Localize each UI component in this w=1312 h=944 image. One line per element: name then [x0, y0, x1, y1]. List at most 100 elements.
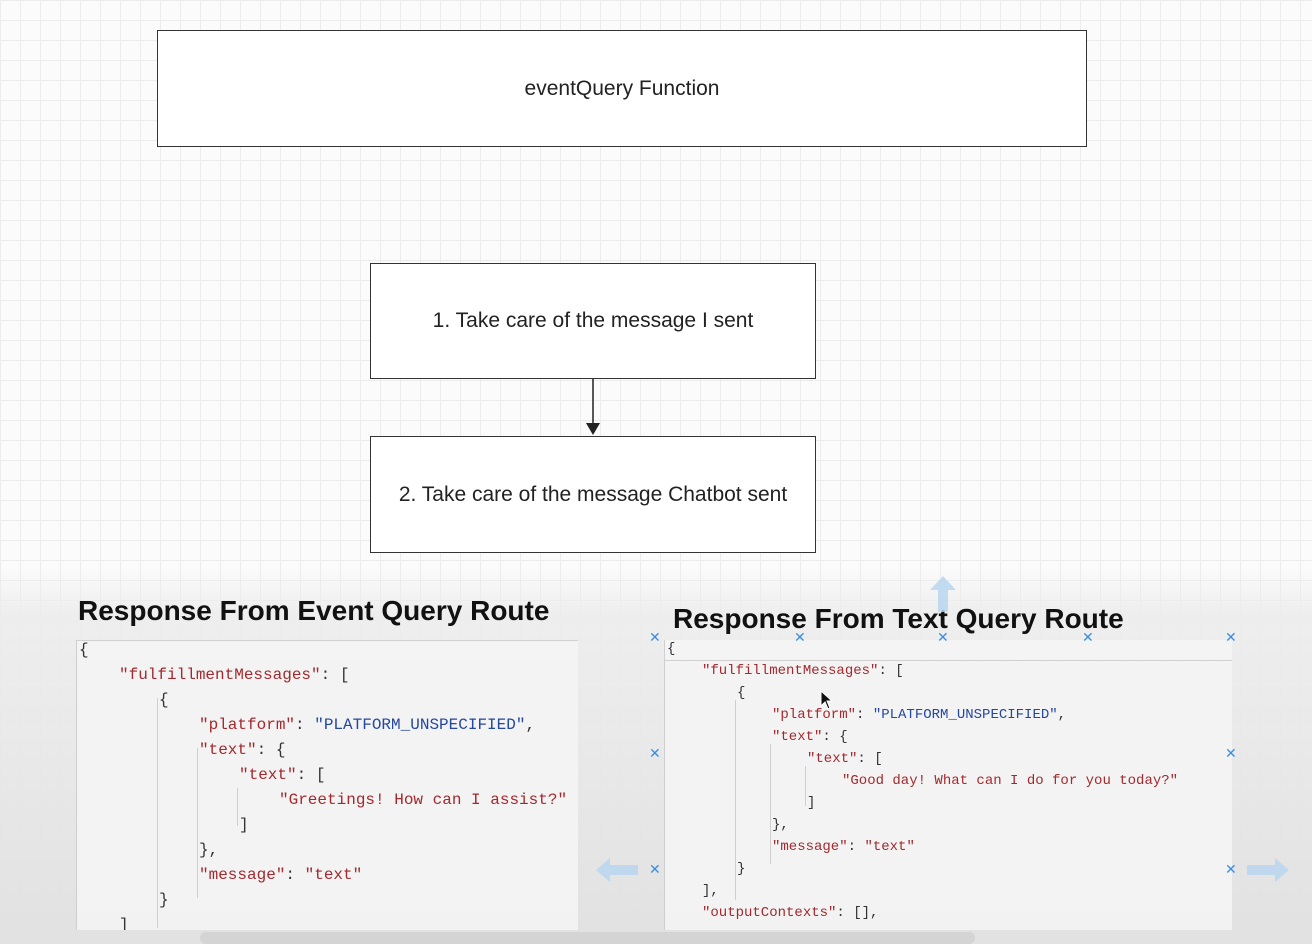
step2-box[interactable]: 2. Take care of the message Chatbot sent	[370, 436, 816, 553]
code-token: "text"	[304, 866, 363, 884]
code-line: {	[159, 688, 169, 713]
code-line: ]	[807, 792, 815, 814]
code-token: "text"	[239, 766, 297, 784]
indent-guide	[197, 748, 198, 898]
indent-guide	[805, 766, 806, 806]
code-line: ]	[119, 913, 129, 930]
code-token: : [	[878, 663, 904, 679]
code-line: "text": [	[807, 748, 883, 770]
close-x-icon[interactable]: ✕	[1225, 630, 1237, 646]
code-line: }	[737, 858, 745, 880]
code-token: }	[737, 861, 746, 877]
code-line: "fulfillmentMessages": [	[119, 663, 349, 688]
code-token: "fulfillmentMessages"	[119, 666, 321, 684]
code-line: }	[159, 888, 169, 913]
code-line: "platform": "PLATFORM_UNSPECIFIED",	[772, 704, 1066, 726]
code-line: ],	[702, 880, 719, 902]
code-token: "platform"	[199, 716, 296, 734]
code-token: :	[285, 866, 305, 884]
text-route-code-panel: {"fulfillmentMessages": [{"platform": "P…	[664, 640, 1232, 930]
close-x-icon[interactable]: ✕	[649, 862, 661, 878]
code-token: : [	[320, 666, 350, 684]
code-token: "platform"	[772, 707, 857, 723]
arrow-left-icon[interactable]	[594, 856, 640, 884]
close-x-icon[interactable]: ✕	[1082, 630, 1094, 646]
indent-guide	[770, 744, 771, 864]
mouse-cursor-icon	[820, 690, 834, 710]
text-route-title: Response From Text Query Route	[673, 603, 1124, 634]
code-token: "outputContexts"	[702, 905, 837, 921]
indent-guide	[157, 698, 158, 928]
step1-label: 1. Take care of the message I sent	[432, 309, 754, 332]
code-line: "message": "text"	[772, 836, 915, 858]
code-line: },	[199, 838, 218, 863]
code-line: {	[79, 640, 89, 663]
close-x-icon[interactable]: ✕	[1225, 746, 1237, 762]
code-token: "PLATFORM_UNSPECIFIED"	[314, 716, 526, 734]
close-x-icon[interactable]: ✕	[1225, 862, 1237, 878]
code-token: ]	[807, 795, 816, 811]
code-token: ],	[702, 883, 719, 899]
close-x-icon[interactable]: ✕	[794, 630, 806, 646]
step1-box[interactable]: 1. Take care of the message I sent	[370, 263, 816, 379]
code-token: "message"	[199, 866, 286, 884]
code-line: "platform": "PLATFORM_UNSPECIFIED",	[199, 713, 535, 738]
code-token: "text"	[772, 729, 823, 745]
code-token: : [	[857, 751, 883, 767]
code-token: "PLATFORM_UNSPECIFIED"	[872, 707, 1058, 723]
close-x-icon[interactable]: ✕	[649, 746, 661, 762]
connector-arrowhead	[586, 423, 600, 435]
code-line: "text": {	[199, 738, 285, 763]
code-token: "message"	[772, 839, 848, 855]
arrow-up-icon[interactable]	[928, 574, 958, 614]
code-token: {	[737, 685, 746, 701]
close-x-icon[interactable]: ✕	[649, 630, 661, 646]
horizontal-scrollbar[interactable]	[200, 932, 975, 944]
code-line: },	[772, 814, 789, 836]
code-line: "outputContexts": [],	[702, 902, 878, 924]
code-line: "text": {	[772, 726, 848, 748]
code-token: "Good day! What can I do for you today?"	[842, 773, 1179, 789]
code-token: "Greetings! How can I assist?"	[279, 791, 568, 809]
code-line: ]	[239, 813, 249, 838]
event-query-function-label: eventQuery Function	[524, 76, 720, 100]
indent-guide	[735, 700, 736, 900]
code-token: ,	[1057, 707, 1067, 723]
code-token: },	[772, 817, 789, 833]
code-token: {	[79, 641, 89, 659]
panel-top-rule	[665, 660, 1232, 661]
code-token: {	[159, 691, 169, 709]
code-token: "text"	[864, 839, 915, 855]
code-token: {	[667, 641, 676, 657]
code-token: ]	[119, 916, 129, 930]
code-token: : {	[256, 741, 286, 759]
arrow-right-icon[interactable]	[1245, 856, 1291, 884]
code-line: "message": "text"	[199, 863, 362, 888]
code-line: "fulfillmentMessages": [	[702, 660, 904, 682]
event-route-title: Response From Event Query Route	[78, 595, 550, 626]
event-query-function-box[interactable]: eventQuery Function	[157, 30, 1087, 147]
indent-guide	[237, 788, 238, 826]
code-token: },	[199, 841, 219, 859]
event-route-code-panel: {"fulfillmentMessages": [{"platform": "P…	[76, 640, 578, 930]
code-line: "Greetings! How can I assist?"	[279, 788, 567, 813]
code-token: :	[847, 839, 865, 855]
code-token: "fulfillmentMessages"	[702, 663, 879, 679]
code-line: {	[737, 682, 745, 704]
code-token: : {	[822, 729, 848, 745]
code-token: "text"	[807, 751, 858, 767]
code-token: : [	[296, 766, 326, 784]
code-token: : [],	[836, 905, 879, 921]
code-line: "Good day! What can I do for you today?"	[842, 770, 1178, 792]
panel-top-rule	[77, 640, 578, 641]
code-token: :	[295, 716, 315, 734]
code-token: :	[856, 707, 873, 723]
step2-label: 2. Take care of the message Chatbot sent	[398, 482, 788, 506]
code-line: {	[667, 640, 675, 660]
close-x-icon[interactable]: ✕	[937, 630, 949, 646]
code-token: ]	[239, 816, 249, 834]
code-token: }	[159, 891, 169, 909]
code-token: ,	[525, 716, 536, 734]
code-token: "text"	[199, 741, 257, 759]
code-line: "text": [	[239, 763, 325, 788]
